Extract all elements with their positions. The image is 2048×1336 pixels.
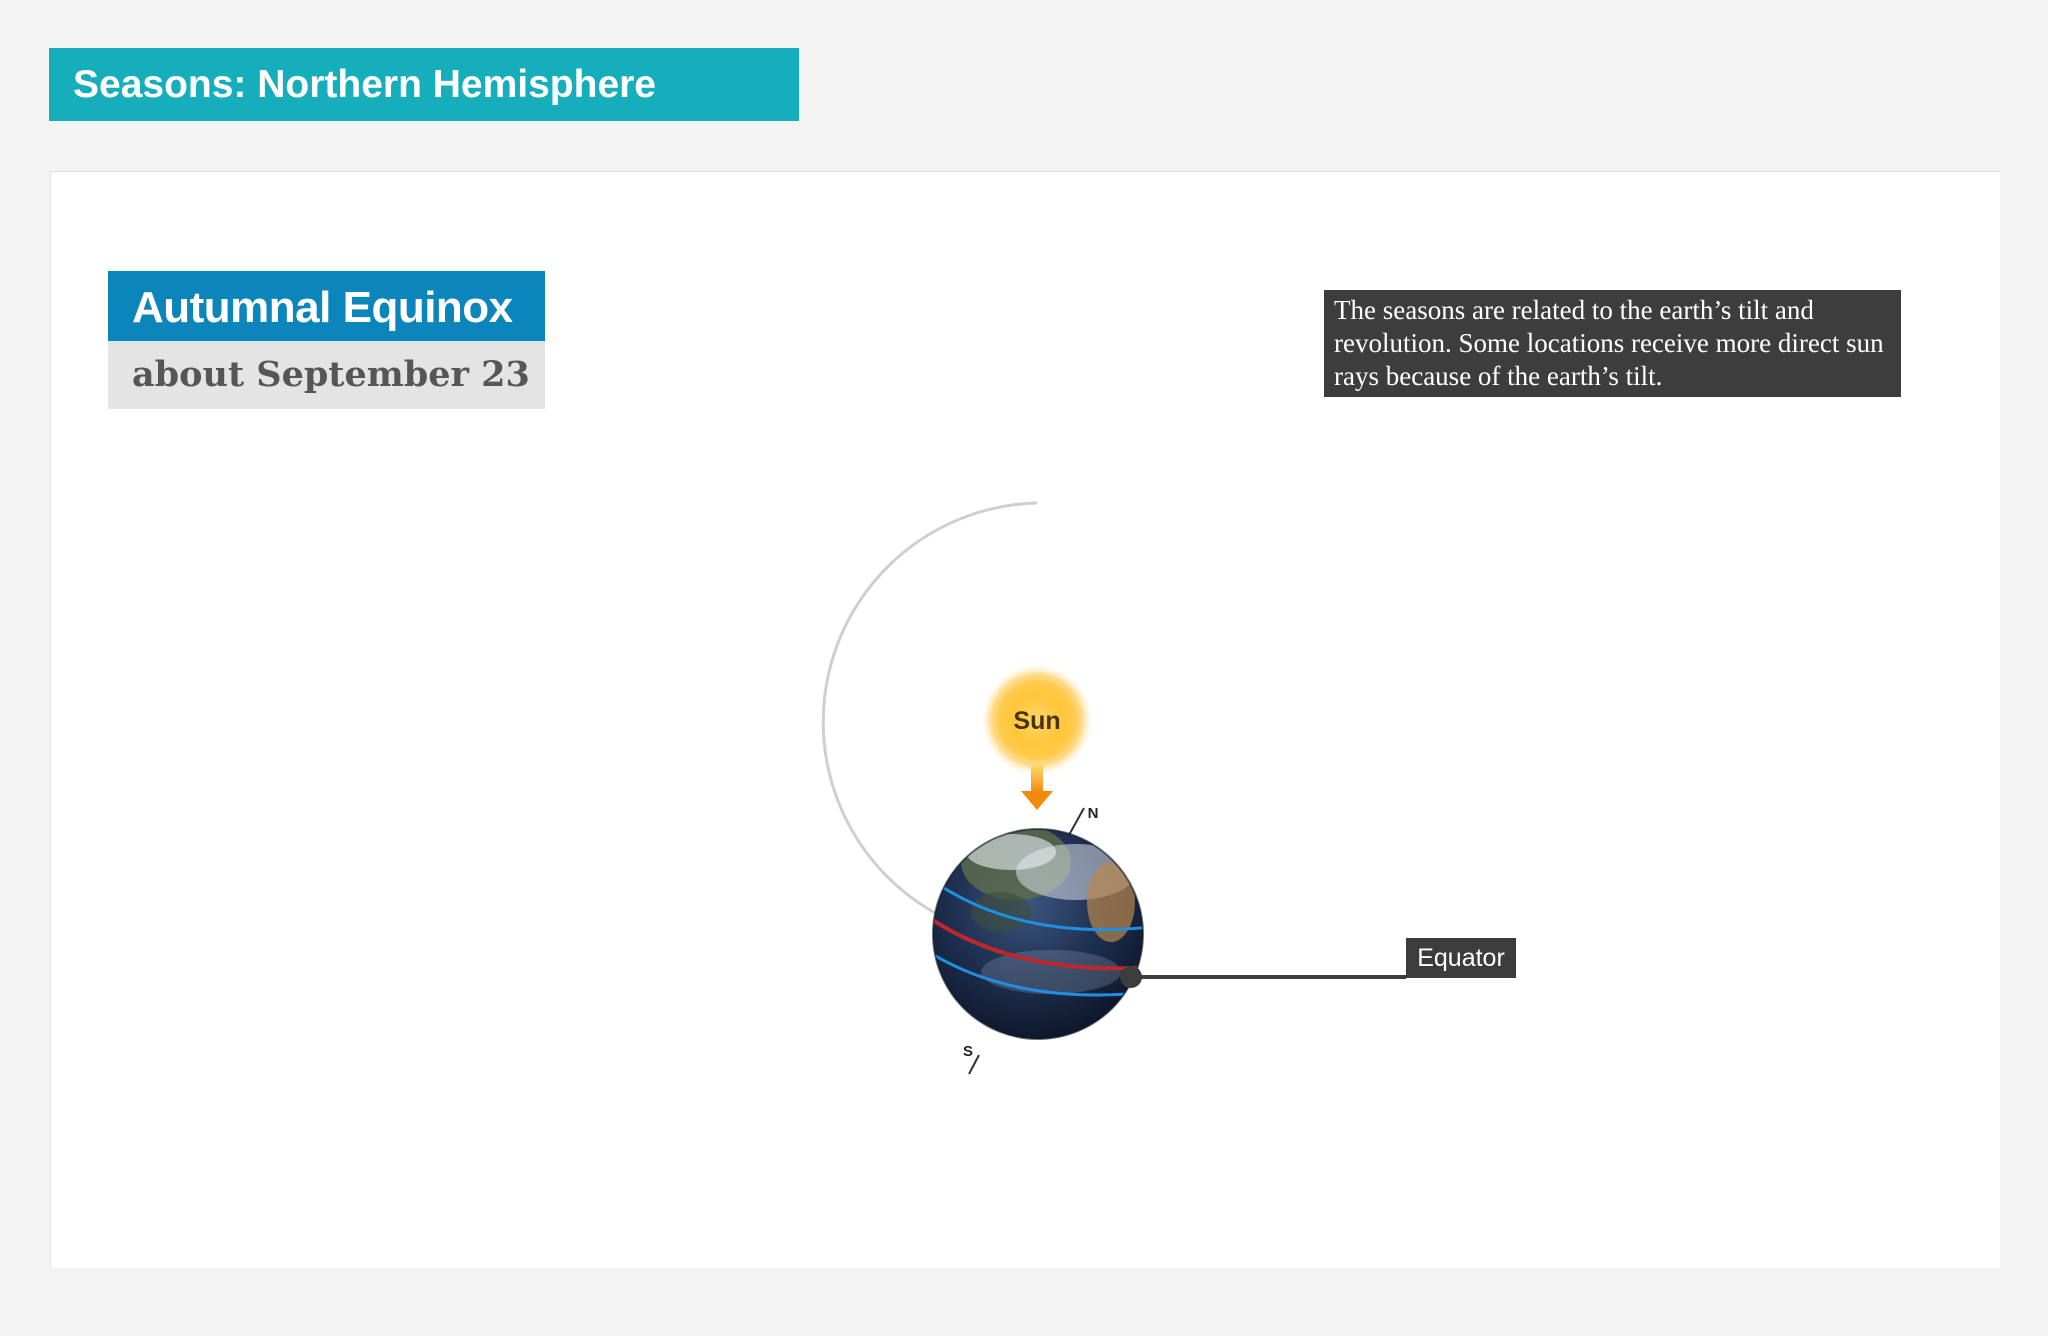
south-pole-label: S xyxy=(963,1043,973,1060)
axis-north xyxy=(1068,807,1085,836)
season-card: Autumnal Equinox about September 23 xyxy=(108,271,545,409)
sun-ray-arrow-icon xyxy=(1021,765,1053,810)
earth-icon xyxy=(932,828,1144,1040)
season-diagram: Sun xyxy=(821,501,1406,1075)
season-date: about September 23 xyxy=(108,341,545,409)
season-name: Autumnal Equinox xyxy=(108,271,545,341)
axis-south xyxy=(968,1054,980,1075)
info-caption: The seasons are related to the earth’s t… xyxy=(1324,290,1901,397)
sun-label: Sun xyxy=(1013,707,1060,735)
page-title: Seasons: Northern Hemisphere xyxy=(49,48,799,121)
north-pole-label: N xyxy=(1088,805,1099,822)
equator-line xyxy=(933,910,1143,971)
sun-icon xyxy=(981,664,1093,776)
equator-label: Equator xyxy=(1406,938,1516,978)
orbit-path xyxy=(821,501,1038,916)
tropic-line xyxy=(933,945,1143,997)
equator-marker xyxy=(1120,966,1142,988)
diagram-panel: Autumnal Equinox about September 23 The … xyxy=(50,171,2000,1268)
